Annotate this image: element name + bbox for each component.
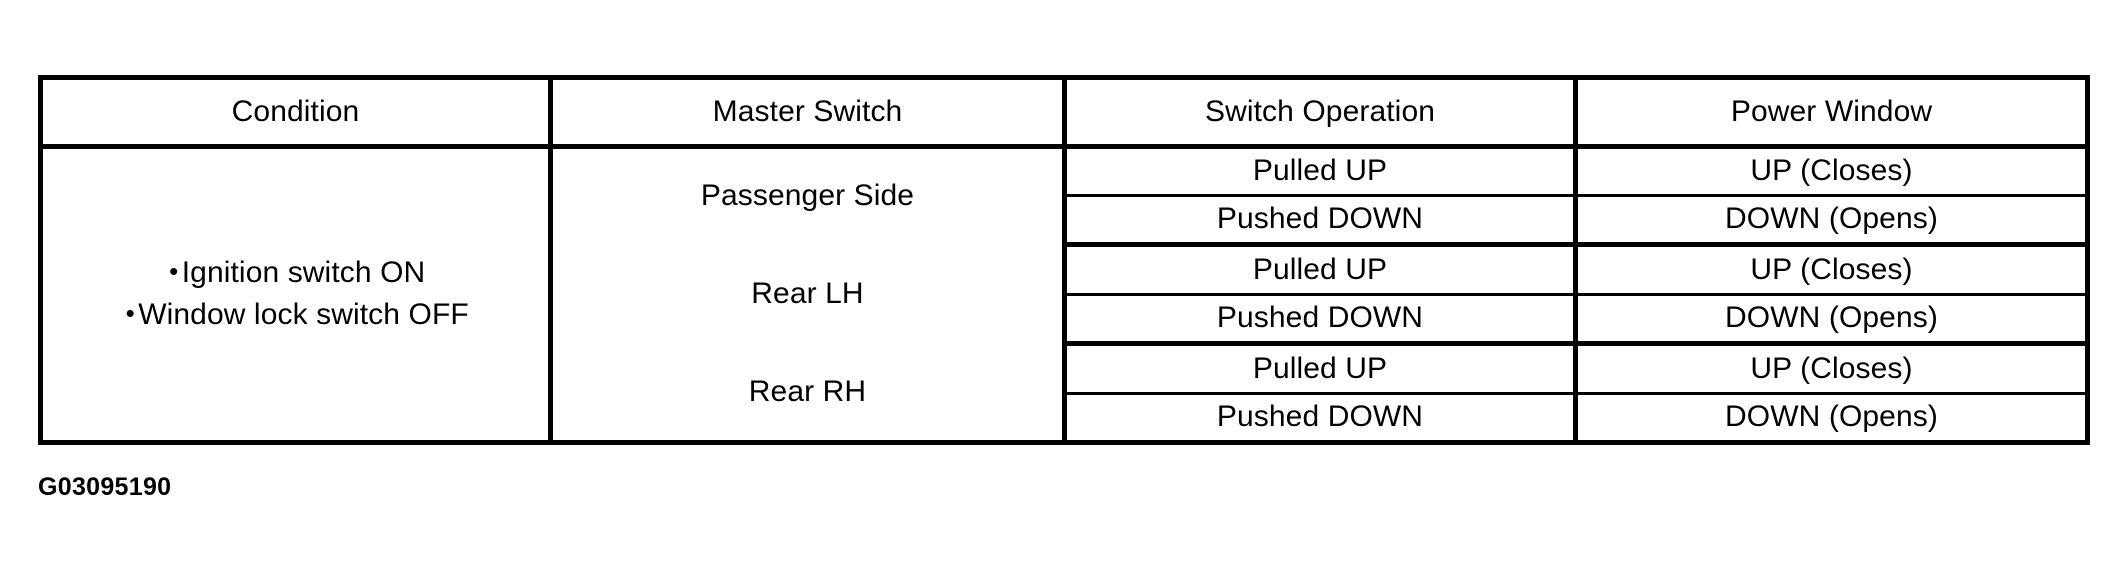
table-row: Rear LH Pulled UP UP (Closes) [41,244,2088,344]
table-header-row: Condition Master Switch Switch Operation… [40,77,2088,149]
power-window-cell: DOWN (Opens) [1575,393,2088,443]
switch-operation-cell: Pushed DOWN [1064,294,1578,347]
power-window-operation-table: Condition Master Switch Switch Operation… [38,75,2090,445]
power-window-cell: UP (Closes) [1575,244,2088,296]
switch-operation-cell: Pushed DOWN [1064,393,1578,443]
master-switch-cell: Rear RH [550,343,1067,443]
condition-item-label: Ignition switch ON [181,255,426,289]
table-row: Rear RH Pulled UP UP (Closes) [41,343,2088,443]
table-row: Pushed DOWN DOWN (Opens) [41,195,2088,248]
figure-caption: G03095190 [38,473,172,501]
power-window-cell: UP (Closes) [1575,343,2088,395]
column-header-switch-operation: Switch Operation [1064,77,1578,149]
column-header-master-switch: Master Switch [550,77,1067,149]
power-window-cell: DOWN (Opens) [1575,294,2088,347]
table-row: •Ignition switch ON •Window lock switch … [40,146,2088,443]
switch-operation-cell: Pulled UP [1064,146,1578,197]
master-switch-cell: Passenger Side [550,146,1067,245]
list-item: •Window lock switch OFF [51,294,540,337]
column-header-power-window: Power Window [1575,77,2088,149]
list-item: •Ignition switch ON [51,252,540,295]
power-window-cell: DOWN (Opens) [1575,195,2088,248]
condition-item-label: Window lock switch OFF [138,298,469,332]
bullet-icon: • [125,298,135,329]
condition-cell: •Ignition switch ON •Window lock switch … [40,146,553,443]
switch-operation-cell: Pushed DOWN [1064,195,1578,248]
table-row: Pushed DOWN DOWN (Opens) [41,393,2088,443]
column-header-condition: Condition [40,77,553,149]
switch-operation-cell: Pulled UP [1064,343,1578,395]
table-row: Pushed DOWN DOWN (Opens) [41,294,2088,347]
bullet-icon: • [169,255,179,286]
condition-list: •Ignition switch ON •Window lock switch … [51,252,540,337]
switch-operation-cell: Pulled UP [1064,244,1578,296]
power-window-operation-table-wrapper: Condition Master Switch Switch Operation… [38,75,2090,445]
master-switch-cell: Rear LH [550,244,1067,344]
power-window-cell: UP (Closes) [1575,146,2088,197]
